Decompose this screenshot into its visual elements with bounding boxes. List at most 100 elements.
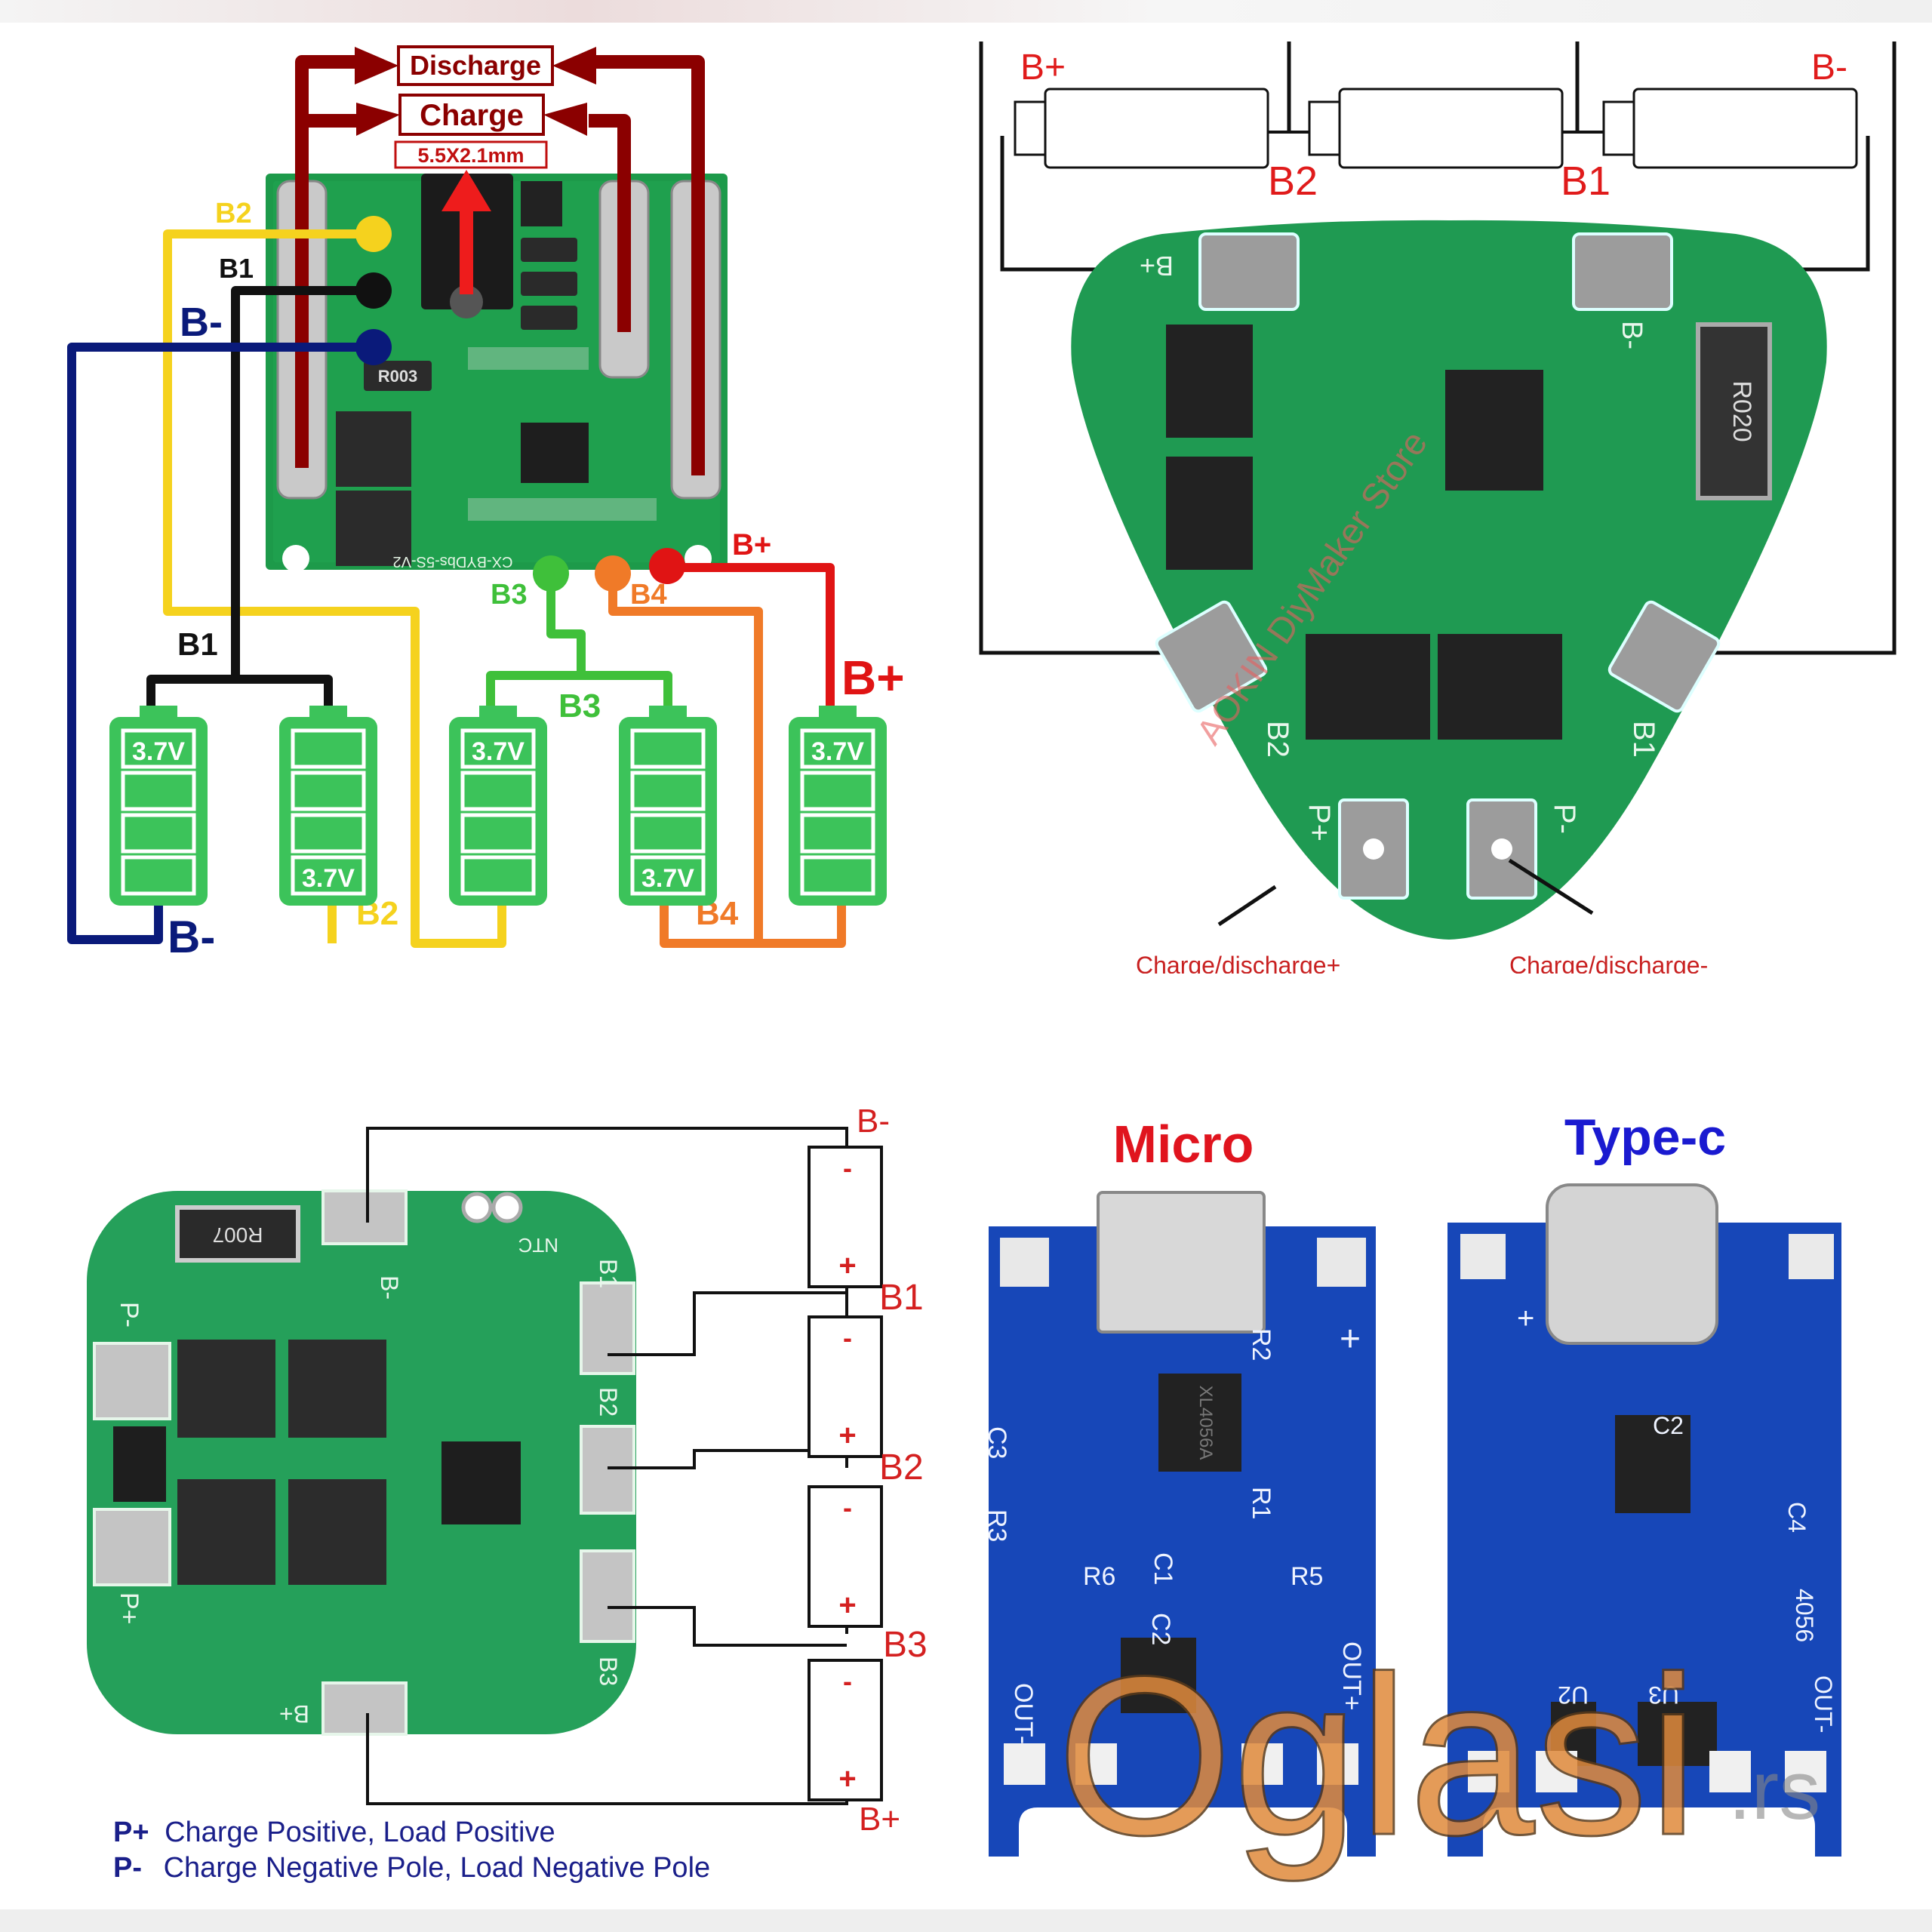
wire-b3-bus [581, 671, 672, 709]
caption-charge-discharge-plus: Charge/discharge+ [1136, 952, 1340, 974]
controller-ic [521, 423, 589, 483]
cell-minus-sign: - [843, 1322, 852, 1353]
shunt-resistor [1696, 322, 1772, 500]
legend: P+ Charge Positive, Load Positive P- Cha… [113, 1817, 710, 1884]
panel-3s-bms: B+ B- B2 B1 R020 B+ B- B2 B1 P+ P- AOKIN… [966, 23, 1932, 974]
battery-segment [800, 855, 875, 896]
mosfet-ic-3 [1306, 634, 1430, 740]
wire-b-plus [664, 563, 835, 709]
silk-b1: B1 [1627, 721, 1660, 758]
shunt-label: R020 [1727, 380, 1756, 441]
silk-b2: B2 [595, 1387, 622, 1417]
arrowheads [355, 47, 596, 136]
label-b-minus: B- [857, 1103, 890, 1140]
battery-cap [309, 706, 347, 719]
cell-plus-sign: + [838, 1589, 856, 1622]
battery-segment [121, 728, 196, 769]
battery-cell: 3.7V [619, 706, 717, 906]
battery-cap [140, 706, 177, 719]
label-b-minus: B- [1811, 48, 1847, 88]
discharge-label: Discharge [410, 50, 541, 81]
silk-r3: R3 [983, 1509, 1011, 1542]
battery-segment [630, 771, 706, 811]
legend-key-p-plus: P+ [113, 1817, 149, 1848]
label-b-plus: B+ [1020, 48, 1066, 88]
cell-plus-sign: + [838, 1762, 856, 1795]
bms-5s-diagram: R003 CX-BYDbs-5S-V2 Discharge Charge 5.5… [67, 45, 905, 962]
silk-c2: C2 [1146, 1613, 1175, 1645]
cell-plus-sign: + [838, 1249, 856, 1282]
pad-b-plus [1198, 232, 1300, 311]
bottom-edge-strip [0, 1909, 1932, 1932]
battery-voltage-label: 3.7V [302, 864, 355, 893]
silk-b1: B1 [595, 1259, 622, 1288]
mosfet-1 [336, 411, 411, 487]
pad-p-plus [93, 1508, 171, 1586]
panel-4s-bms: R007 NTC B- B1 B2 B3 B+ P- P+ -+-+-+-+ B… [0, 1057, 966, 1902]
label-b-plus: B+ [732, 528, 771, 561]
panel-5s-bms: R003 CX-BYDbs-5S-V2 Discharge Charge 5.5… [0, 23, 966, 1004]
legend-text-p-plus: Charge Positive, Load Positive [165, 1817, 555, 1848]
pcb-3s [1071, 220, 1827, 940]
battery-segment [460, 813, 536, 854]
silk-c-u3: U3 [1648, 1681, 1679, 1709]
pad-b-minus [1572, 232, 1673, 311]
silk-c-c4: C4 [1783, 1502, 1810, 1533]
pad-dot-b-minus [355, 329, 392, 365]
discharge-box: Discharge [397, 45, 554, 86]
cell-minus-sign: - [843, 1666, 852, 1697]
bms-3s-diagram: B+ B- B2 B1 R020 B+ B- B2 B1 P+ P- AOKIN… [979, 42, 1897, 974]
cell-1 [1014, 88, 1269, 169]
mosfet-ic-2 [1166, 457, 1253, 570]
label-b-plus-big: B+ [841, 651, 905, 705]
silk-r1: R1 [1247, 1487, 1275, 1519]
battery-cell: 3.7V [449, 706, 547, 906]
shunt-resistor [175, 1205, 300, 1263]
silk-b-plus: B+ [1140, 251, 1174, 281]
board-model-silk: CX-BYDbs-5S-V2 [393, 553, 513, 570]
cell-outline [808, 1146, 883, 1288]
label-b3: B3 [491, 579, 528, 611]
silk-c1: C1 [1149, 1552, 1177, 1585]
charge-label: Charge [420, 99, 524, 132]
wire-b2 [163, 229, 506, 948]
pcb-4s [87, 1191, 636, 1734]
silk-c-c2: C2 [1653, 1412, 1684, 1439]
battery-segment [121, 771, 196, 811]
pad-b-minus [321, 1189, 408, 1245]
chip-label: XL4056A [1195, 1386, 1216, 1460]
watermark-tld: .rs [1728, 1744, 1820, 1837]
legend-row-1: P+ Charge Positive, Load Positive [113, 1817, 555, 1848]
silk-p-minus: P- [1548, 804, 1581, 834]
cells-5s: 3.7V3.7V3.7V3.7V3.7V [109, 706, 887, 906]
shunt-label: R007 [213, 1223, 263, 1247]
caption-charge-discharge-minus: Charge/discharge- [1509, 952, 1708, 974]
title-micro: Micro [1113, 1115, 1254, 1174]
silk-r2: R2 [1247, 1328, 1275, 1361]
battery-segment [291, 771, 366, 811]
silk-b-minus: B- [376, 1275, 403, 1300]
cell-outline [808, 1485, 883, 1628]
label-b-plus: B+ [859, 1801, 900, 1838]
mosfets [177, 1340, 386, 1585]
battery-segment [291, 813, 366, 854]
silk-out-plus: OUT+ [1337, 1641, 1366, 1711]
mosfet-ic-1 [1166, 325, 1253, 438]
battery-segment [460, 728, 536, 769]
silk-ntc: NTC [518, 1234, 558, 1257]
cell-box: -+ [808, 1315, 883, 1458]
silk-p-plus: P+ [115, 1592, 143, 1625]
legend-row-2: P- Charge Negative Pole, Load Negative P… [113, 1852, 710, 1884]
wire-b1 [231, 286, 374, 679]
cell-outline [808, 1659, 883, 1801]
pad-b3 [580, 1549, 635, 1643]
silk-out-minus: OUT- [1009, 1683, 1038, 1744]
board-micro: XL4056A C3 R3 R2 R1 C1 C2 R6 R5 + OUT- O… [983, 1191, 1376, 1857]
micro-usb-port [1097, 1191, 1266, 1334]
label-b1: B1 [219, 253, 254, 284]
board-typec: + C2 C4 4056 U2 U3 OUT- [1447, 1183, 1841, 1857]
battery-cell: 3.7V [789, 706, 887, 906]
diode [113, 1426, 166, 1502]
arrow-up-icon [441, 170, 491, 294]
battery-segment [291, 855, 366, 896]
